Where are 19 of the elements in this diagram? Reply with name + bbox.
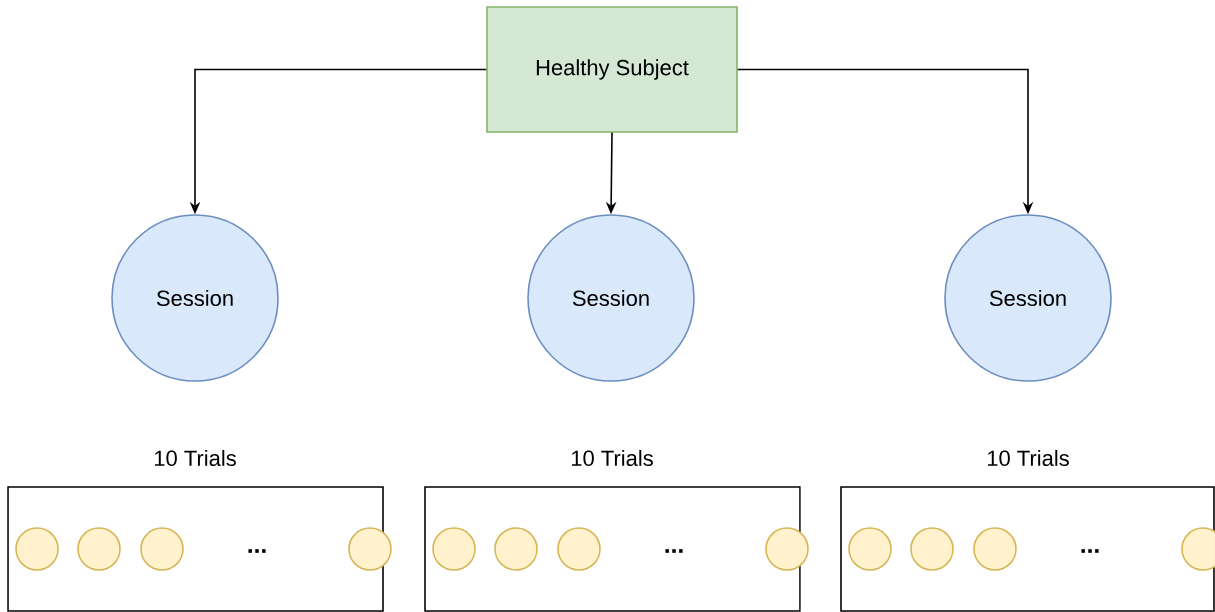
trial-circle: [494, 527, 538, 571]
trial-circle: [973, 527, 1017, 571]
box-heading: 10 Trials: [572, 449, 653, 467]
ellipsis: ...: [248, 549, 266, 553]
ellipsis: ...: [665, 549, 683, 553]
trial-circle: [1181, 527, 1215, 571]
trial-circle: [848, 527, 892, 571]
trial-circle: [348, 527, 392, 571]
trial-circle: [557, 527, 601, 571]
trial-circle: [910, 527, 954, 571]
trial-circle: [140, 527, 184, 571]
trial-circle: [765, 527, 809, 571]
trial-circle: [77, 527, 121, 571]
process-box: Healthy Subject: [486, 6, 738, 133]
box-heading: 10 Trials: [988, 449, 1069, 467]
trial-circle: [432, 527, 476, 571]
ellipsis: ...: [1081, 549, 1099, 553]
trial-circle: [15, 527, 59, 571]
box-heading: 10 Trials: [155, 449, 236, 467]
